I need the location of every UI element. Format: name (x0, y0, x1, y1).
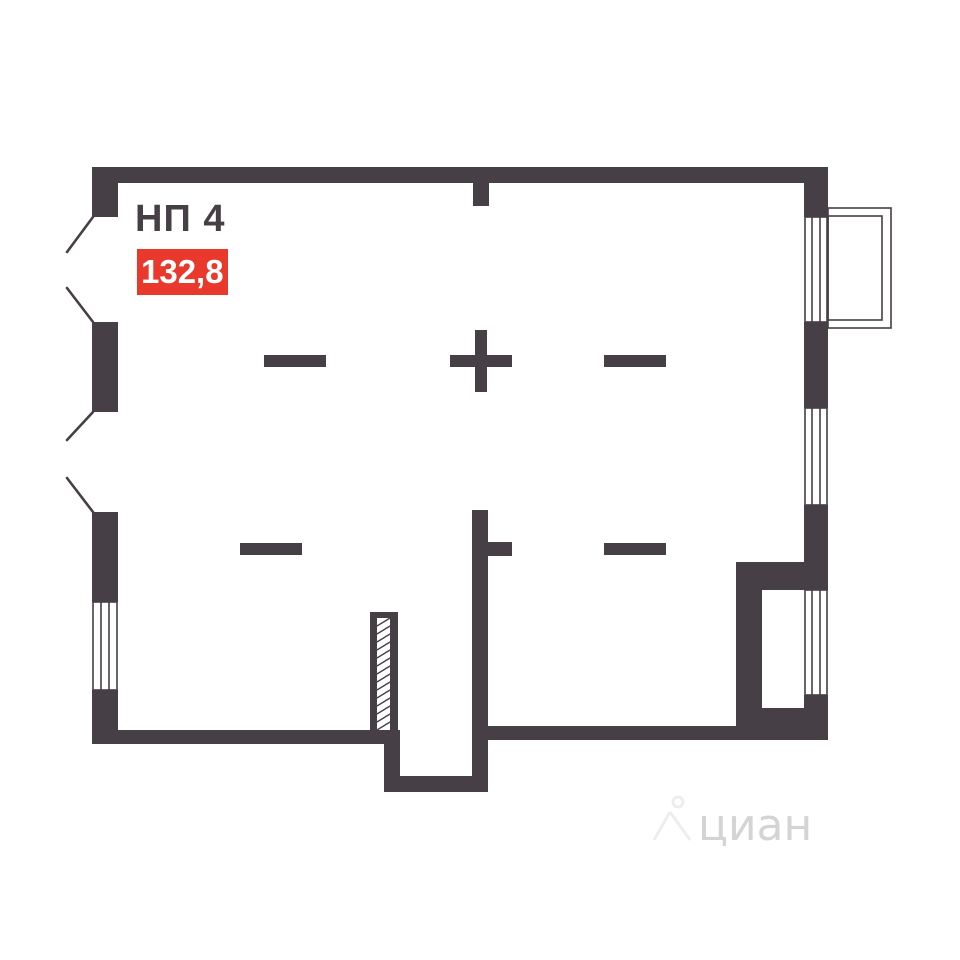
wall-stub-right (488, 542, 512, 556)
hatched-partition (370, 612, 398, 736)
column-markers (240, 330, 666, 555)
unit-name: НП 4 (135, 198, 226, 240)
exterior-walls (92, 167, 828, 792)
marker-dash-2 (604, 355, 666, 367)
door-leaf-2 (65, 286, 95, 324)
marker-dash-4 (604, 543, 666, 555)
area-badge: 132,8 (137, 249, 228, 295)
marker-dash-1 (264, 355, 326, 367)
shaft-bottom (736, 708, 828, 740)
wall-top (92, 167, 828, 183)
wall-stub-top (473, 167, 489, 206)
windows (92, 207, 892, 696)
window-right-upper (804, 216, 828, 323)
door-leaf-4 (65, 476, 95, 514)
marker-dash-3 (240, 543, 302, 555)
door-swings (65, 215, 95, 514)
door-leaf-3 (65, 410, 95, 442)
window-left-lower (92, 601, 118, 691)
wall-right-mid (804, 322, 828, 408)
wall-left-mid (92, 322, 118, 412)
window-right-lower (804, 589, 828, 696)
wall-bottom-left (92, 730, 392, 744)
wall-left-lower (92, 512, 118, 602)
wall-right-upper (804, 167, 828, 217)
window-right-mid (804, 407, 828, 506)
marker-cross-v (475, 330, 487, 392)
alcove-right (472, 510, 488, 792)
balcony (827, 207, 892, 329)
cian-logo-icon (652, 795, 692, 841)
shaft-top (736, 562, 828, 590)
alcove-bottom (384, 776, 488, 792)
watermark-text: циан (698, 800, 813, 851)
wall-left-top (92, 167, 118, 217)
door-leaf-1 (65, 215, 95, 254)
